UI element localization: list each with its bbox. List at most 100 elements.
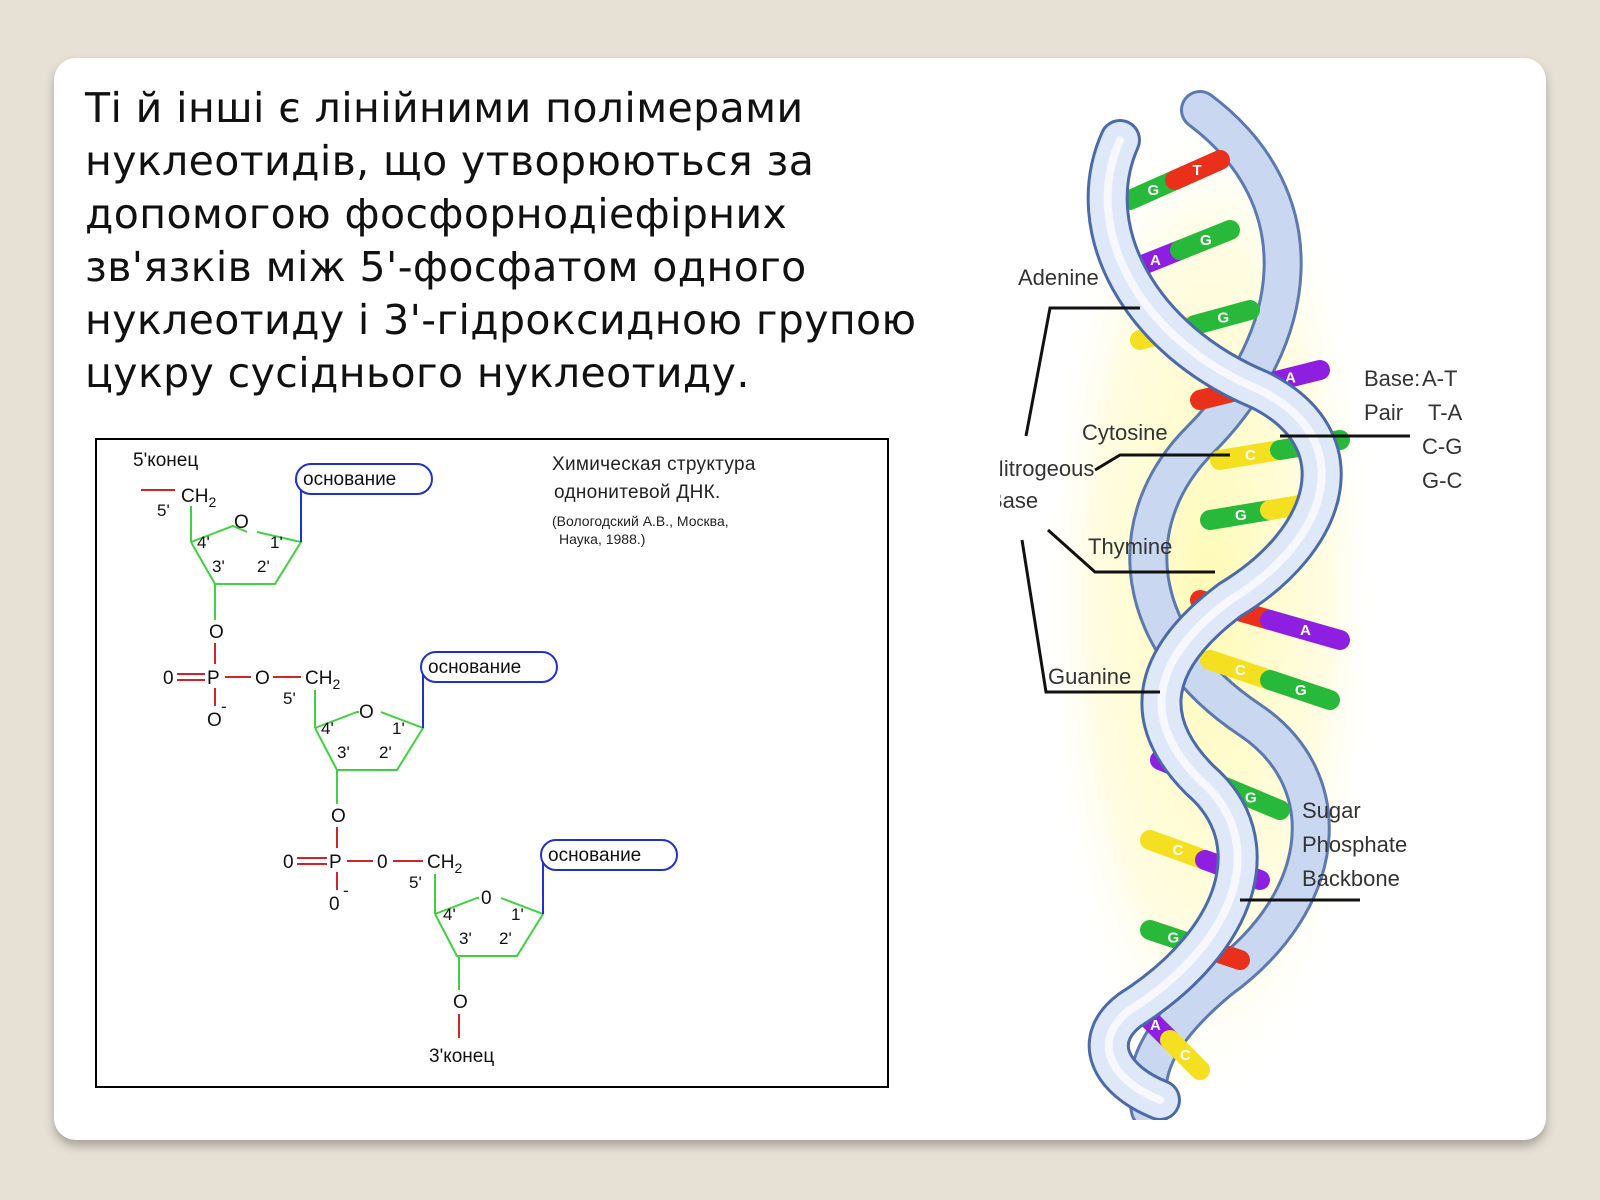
nucleotide-2: CH2 5' O 4' 1' 3' 2' основание: [283, 651, 558, 804]
base-pair-label-1: Base:: [1364, 366, 1420, 391]
base-box: [295, 463, 433, 495]
bridge-oxygen: O: [209, 622, 224, 643]
ch2-group: CH2: [181, 486, 216, 510]
base-box: [540, 839, 678, 871]
thymine-pointer: [1047, 528, 1215, 574]
base-letter: C: [1245, 447, 1256, 464]
carbon-1-label: 1': [392, 719, 405, 738]
body-line: Ті й інші є лінійними полімерами: [85, 84, 804, 132]
nucleotide-base-bar: [1170, 220, 1240, 260]
dna-chemical-structure-figure: Химическая структура однонитевой ДНК. (В…: [95, 438, 889, 1088]
charged-oxygen: 0: [329, 894, 340, 915]
nucleotide-base-bar: [1260, 670, 1340, 710]
pair-t-a: T-A: [1428, 400, 1463, 425]
double-bond-oxygen: 0: [283, 852, 294, 873]
five-prime-end-label: 5'конец: [133, 450, 198, 471]
base-link: [421, 669, 424, 728]
carbon-5-label: 5': [157, 501, 170, 520]
base-letter: A: [1150, 252, 1161, 269]
minus-sign: -: [343, 881, 349, 900]
body-line: цукру сусіднього нуклеотиду.: [85, 349, 750, 397]
base-letter: G: [1168, 930, 1180, 947]
carbon-2-label: 2': [257, 557, 270, 576]
base-letter: A: [1285, 370, 1296, 387]
carbon-1-label: 1': [511, 905, 524, 924]
carbon-5-label: 5': [283, 689, 296, 708]
base-letter: G: [1148, 182, 1160, 199]
guanine-pointer: [1020, 539, 1160, 694]
carbon-2-label: 2': [499, 929, 512, 948]
sugar-ring: [190, 531, 303, 585]
body-line: допомогою фосфорнодіефірних: [85, 190, 788, 238]
nucleotide-base-bar: [1200, 650, 1280, 690]
nitrogenous-base-label-2: Base: [1000, 488, 1038, 513]
base-letter: G: [1295, 682, 1307, 699]
base-label: основание: [428, 657, 521, 678]
carbon-3-label: 3': [212, 557, 225, 576]
nucleotide-base-bar: [1260, 610, 1350, 650]
base-letter: G: [1235, 507, 1247, 524]
sugar-phosphate-label-2: Phosphate: [1302, 832, 1407, 857]
carbon-1-label: 1': [270, 533, 283, 552]
ring-oxygen: O: [359, 702, 374, 723]
nucleotide-base-bar: [1210, 440, 1290, 470]
pair-g-c: G-C: [1422, 468, 1462, 493]
sugar-ring-left: [190, 524, 248, 543]
minus-sign: -: [221, 697, 227, 716]
carbon-3-label: 3': [337, 743, 350, 762]
slide-body-text: Ті й інші є лінійними полімерами нуклеот…: [85, 82, 965, 400]
ring-oxygen: O: [234, 512, 249, 533]
backbone-back: [1130, 93, 1328, 1120]
cytosine-label: Cytosine: [1082, 420, 1168, 445]
base-label: основание: [548, 845, 641, 866]
guanine-label: Guanine: [1048, 664, 1131, 689]
body-line: нуклеотидів, що утворюються за: [85, 137, 815, 185]
base-pair-rung: GT: [1120, 150, 1230, 210]
ester-oxygen: O: [255, 668, 270, 689]
sugar-ring: [314, 711, 425, 771]
sugar-ring: [434, 897, 545, 957]
double-bond-oxygen: 0: [163, 668, 174, 689]
body-line: нуклеотиду і 3'-гідроксидною групою: [85, 296, 917, 344]
phosphate-group-1: O P 0 O - O: [163, 622, 301, 731]
terminal-oxygen: O: [453, 992, 468, 1013]
bridge-oxygen: O: [331, 806, 346, 827]
base-letter: A: [1300, 622, 1311, 639]
body-line: зв'язків між 5'-фосфатом одного: [85, 243, 807, 291]
base-letter: G: [1218, 310, 1230, 327]
carbon-4-label: 4': [321, 719, 334, 738]
figure-title-line-2: однонитевой ДНК.: [554, 482, 721, 503]
base-letter: C: [1235, 662, 1246, 679]
nitrogenous-base-label-1: Nitrogeous: [1000, 456, 1094, 481]
sugar-phosphate-label-3: Backbone: [1302, 866, 1400, 891]
carbon-4-label: 4': [197, 533, 210, 552]
figure-reference-line-1: (Вологодский А.В., Москва,: [552, 513, 729, 529]
ch2-group: CH2: [427, 852, 462, 876]
nucleotide-3: CH2 5' 0 4' 1' 3' 2' основание: [409, 839, 678, 990]
carbon-4-label: 4': [443, 905, 456, 924]
base-letter: C: [1180, 1047, 1191, 1064]
sugar-phosphate-label-1: Sugar: [1302, 798, 1361, 823]
phosphorus: P: [329, 852, 342, 873]
phosphate-group-2: O P 0 0 - 0: [283, 806, 423, 915]
adenine-label: Adenine: [1018, 265, 1099, 290]
sugar-ring-left: [434, 897, 479, 915]
pair-c-g: C-G: [1422, 434, 1462, 459]
base-letter: G: [1245, 790, 1257, 807]
base-link: [541, 857, 544, 914]
base-pair-rung: CG: [1200, 650, 1340, 710]
nucleotide-base-bar: [1165, 150, 1230, 190]
thymine-label: Thymine: [1088, 534, 1172, 559]
base-letter: C: [1173, 842, 1184, 859]
base-box: [420, 651, 558, 683]
base-label: основание: [303, 469, 396, 490]
carbon-5-label: 5': [409, 873, 422, 892]
nucleotide-base-bar: [1160, 1030, 1210, 1080]
sugar-ring-left: [314, 711, 359, 729]
three-prime-end-label: 3'конец: [429, 1046, 494, 1067]
figure-title-line-1: Химическая структура: [552, 454, 756, 475]
adenine-pointer: [1024, 306, 1140, 437]
backbone-highlight: [1103, 136, 1326, 1104]
